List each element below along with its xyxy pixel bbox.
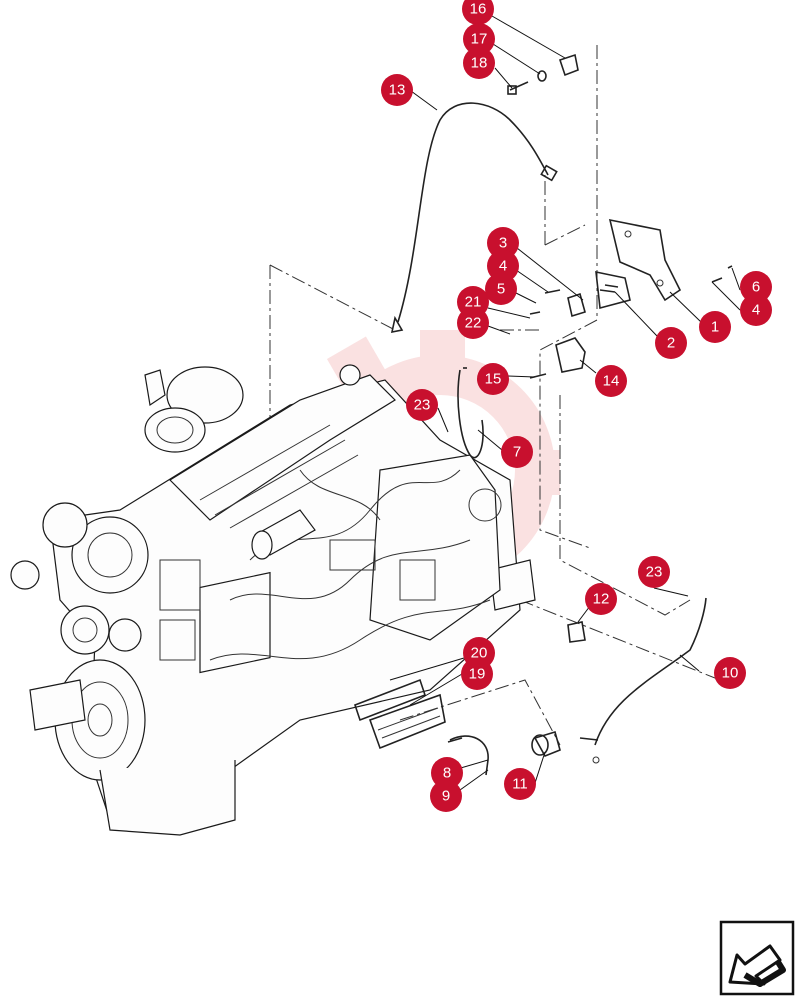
callout-23a: 23 [406,389,438,421]
callout-19: 19 [461,658,493,690]
callout-7-label: 7 [513,444,521,461]
callout-13: 13 [381,74,413,106]
callout-8-label: 8 [443,765,451,782]
callout-21-label: 21 [465,294,482,311]
callout-4b-label: 4 [752,302,760,319]
next-page-arrow-icon[interactable] [719,920,795,996]
callout-6: 6 [740,271,772,303]
callout-16-label: 16 [470,1,487,18]
parts-10-11-12 [531,597,707,764]
engine-assembly [10,364,536,836]
callout-18: 18 [463,47,495,79]
callout-10-label: 10 [722,665,739,682]
callout-16: 16 [462,0,494,25]
parts-19-20-ecu [353,678,489,776]
callout-4a: 4 [487,250,519,282]
callout-22: 22 [457,307,489,339]
callout-15: 15 [477,363,509,395]
callout-19-label: 19 [469,666,486,683]
callout-3-label: 3 [499,235,507,252]
callout-13-label: 13 [389,82,406,99]
callout-4b: 4 [740,294,772,326]
callout-5-label: 5 [497,281,505,298]
callout-4a-label: 4 [499,258,507,275]
callout-17-label: 17 [471,31,488,48]
callout-12: 12 [585,583,617,615]
callout-23b-label: 23 [646,564,663,581]
callout-17: 17 [463,23,495,55]
callout-14: 14 [595,365,627,397]
callout-23a-label: 23 [414,397,431,414]
callout-8: 8 [431,757,463,789]
callout-18-label: 18 [471,55,488,72]
callout-5: 5 [485,273,517,305]
callout-3: 3 [487,227,519,259]
callout-9-label: 9 [442,788,450,805]
callout-23b: 23 [638,556,670,588]
hardware-16-17-18 [507,53,579,95]
callout-11-label: 11 [512,776,528,793]
callout-9: 9 [430,780,462,812]
callout-6-label: 6 [752,279,760,296]
callout-1: 1 [699,311,731,343]
callouts: 16 17 18 13 3 4 5 21 22 6 4 1 2 14 15 23… [381,0,772,812]
assembly-lines [269,45,721,746]
parts-1-2-bracket-relay [529,218,733,318]
callout-20-label: 20 [471,645,488,662]
callout-2-label: 2 [667,335,675,352]
part-13-ground-cable [390,102,558,334]
callout-12-label: 12 [593,591,610,608]
callout-10: 10 [714,657,746,689]
callout-11: 11 [504,768,536,800]
callout-2: 2 [655,327,687,359]
callout-15-label: 15 [485,371,502,388]
callout-22-label: 22 [465,315,482,332]
callout-14-label: 14 [603,373,620,390]
callout-7: 7 [501,436,533,468]
callout-1-label: 1 [711,319,719,336]
